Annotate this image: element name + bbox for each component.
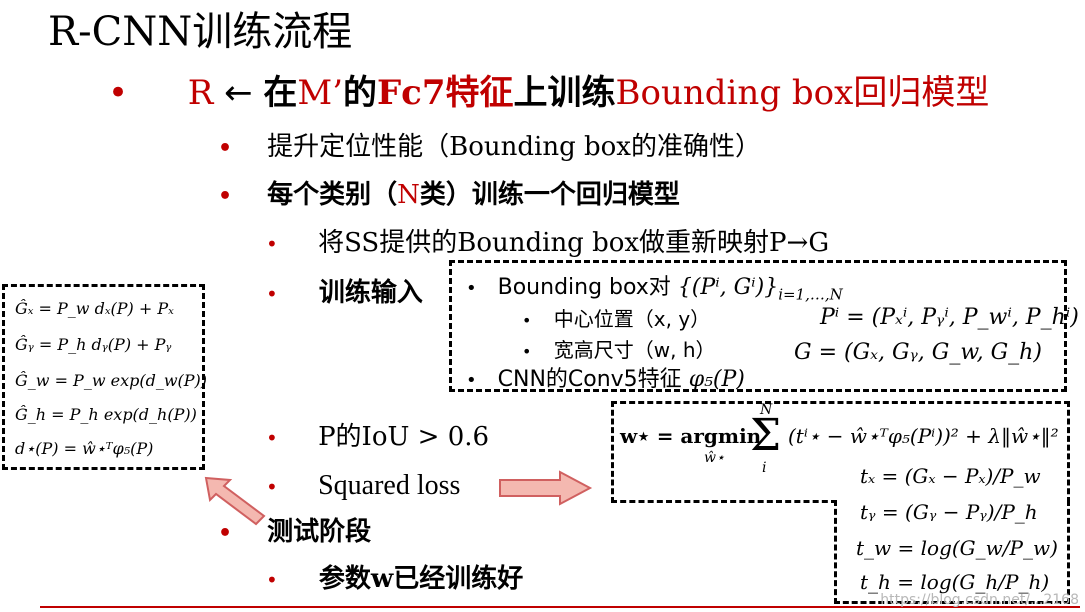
arrow-to-left-box-icon [204,476,266,526]
m-prime-label: M’ [297,73,344,113]
gw-eq: Ĝ_w = P_w exp(d_w(P)) [15,371,208,390]
gx-eq: Ĝₓ = P_w dₓ(P) + Pₓ [15,299,174,318]
squared-loss-text: Squared loss [318,470,461,501]
train-input-box: • Bounding box对 {(Pⁱ, Gⁱ)}i=1,…,N • 中心位置… [449,260,1079,393]
bullet-dot: • [522,342,532,361]
bullet-dot: • [466,370,477,391]
arrow-to-loss-box-icon [499,470,593,506]
bullet-iou: • P的IoU > 0.6 [266,420,489,455]
loss-lhs: w⋆ = argmin [620,424,762,448]
de-text: 的 [343,73,378,113]
sum-symbol: Σ [750,410,782,461]
transform-eq-box: Ĝₓ = P_w dₓ(P) + Pₓ Ĝᵧ = P_h dᵧ(P) + Pᵧ … [2,284,208,470]
conv5-math: φ₅(P) [688,367,745,392]
target-eq-box [834,500,1070,604]
bullet-dot: • [218,136,233,161]
model-label: Bounding box回归模型 [615,73,990,113]
tw-eq: t_w = log(G_w/P_w) [856,536,1058,560]
bottom-rule [40,606,1080,608]
ty-eq: tᵧ = (Gᵧ − Pᵧ)/P_h [860,500,1038,524]
loss-rhs: (tⁱ⋆ − ŵ⋆ᵀφ₅(Pⁱ))² + λ‖ŵ⋆‖² [788,424,1059,448]
bullet-dot: • [266,426,278,450]
left-arrow-icon: ← [224,73,253,113]
bullet-remap: • 将SS提供的Bounding box做重新映射P→G [266,226,829,261]
bullet-dot: • [108,73,129,113]
bullet-train-input: • 训练输入 [266,276,423,311]
per-class-pre: 每个类别（ [267,180,398,210]
train-input-text: 训练输入 [318,278,423,308]
r-label: R [187,73,214,113]
g-definition-eq: G = (Gₓ, Gᵧ, G_w, G_h) [794,340,1042,365]
bullet-dot: • [266,568,278,592]
params-text: 参数w已经训练好 [318,564,524,594]
bullet-params: • 参数w已经训练好 [266,562,523,597]
sum-lower: i [762,460,767,476]
bullet-squared-loss: • Squared loss [266,469,460,504]
input-item-bbox-pairs: • Bounding box对 {(Pⁱ, Gⁱ)}i=1,…,N [466,269,843,303]
input-sub-size: • 宽高尺寸（w, h） [522,334,716,363]
fc7-feature-label: Fc7特征 [377,73,514,113]
loss-box-divider [611,500,837,503]
bullet-dot: • [266,282,278,306]
page-title: R-CNN训练流程 [48,9,353,55]
iou-text: P的IoU > 0.6 [318,422,490,452]
bullet-dot: • [466,278,477,299]
input-item-conv5: • CNN的Conv5特征 φ₅(P) [466,361,745,393]
test-stage-text: 测试阶段 [267,517,372,547]
shang-text: 上训练 [513,73,616,113]
bullet-per-class: • 每个类别（N类）训练一个回归模型 [218,178,680,214]
bullet-dot: • [266,475,278,499]
bullet-dot: • [218,184,233,209]
localization-text: 提升定位性能（Bounding box的准确性） [267,132,761,162]
gy-eq: Ĝᵧ = P_h dᵧ(P) + Pᵧ [15,335,172,354]
loss-eq-box [611,401,1070,503]
per-class-post: 类）训练一个回归模型 [419,180,680,210]
sum-upper: N [760,402,773,418]
bullet-dot: • [522,311,532,330]
input-sub-center: • 中心位置（x, y） [522,303,710,332]
zai-text: 在 [263,73,298,113]
bullet-localization: • 提升定位性能（Bounding box的准确性） [218,130,761,166]
conv5-label: CNN的Conv5特征 [497,367,689,392]
bbox-pairs-math: {(Pⁱ, Gⁱ)} [677,275,779,300]
tx-eq: tₓ = (Gₓ − Pₓ)/P_w [860,464,1041,488]
n-label: N [397,180,420,210]
watermark: https://blog.csdn.net/...2168 [880,592,1079,608]
gh-eq: Ĝ_h = P_h exp(d_h(P)) [15,405,197,424]
main-bullet-line: • R ← 在M’的Fc7特征上训练Bounding box回归模型 [108,72,989,114]
th-eq: t_h = log(G_h/P_h) [860,570,1050,594]
p-definition-eq: Pⁱ = (Pₓⁱ, Pᵧⁱ, P_wⁱ, P_hⁱ) [820,305,1079,330]
argmin-subscript: ŵ⋆ [704,450,725,466]
bbox-pairs-label: Bounding box对 [497,275,678,300]
bullet-dot: • [218,521,233,546]
wh-size-text: 宽高尺寸（w, h） [553,338,716,362]
center-position-text: 中心位置（x, y） [553,307,711,331]
remap-text: 将SS提供的Bounding box做重新映射P→G [318,228,830,258]
bullet-dot: • [266,232,278,256]
bbox-pairs-subscript: i=1,…,N [778,285,843,304]
bullet-test-stage: • 测试阶段 [218,515,371,551]
d-star-eq: d⋆(P) = ŵ⋆ᵀφ₅(P) [15,439,154,458]
